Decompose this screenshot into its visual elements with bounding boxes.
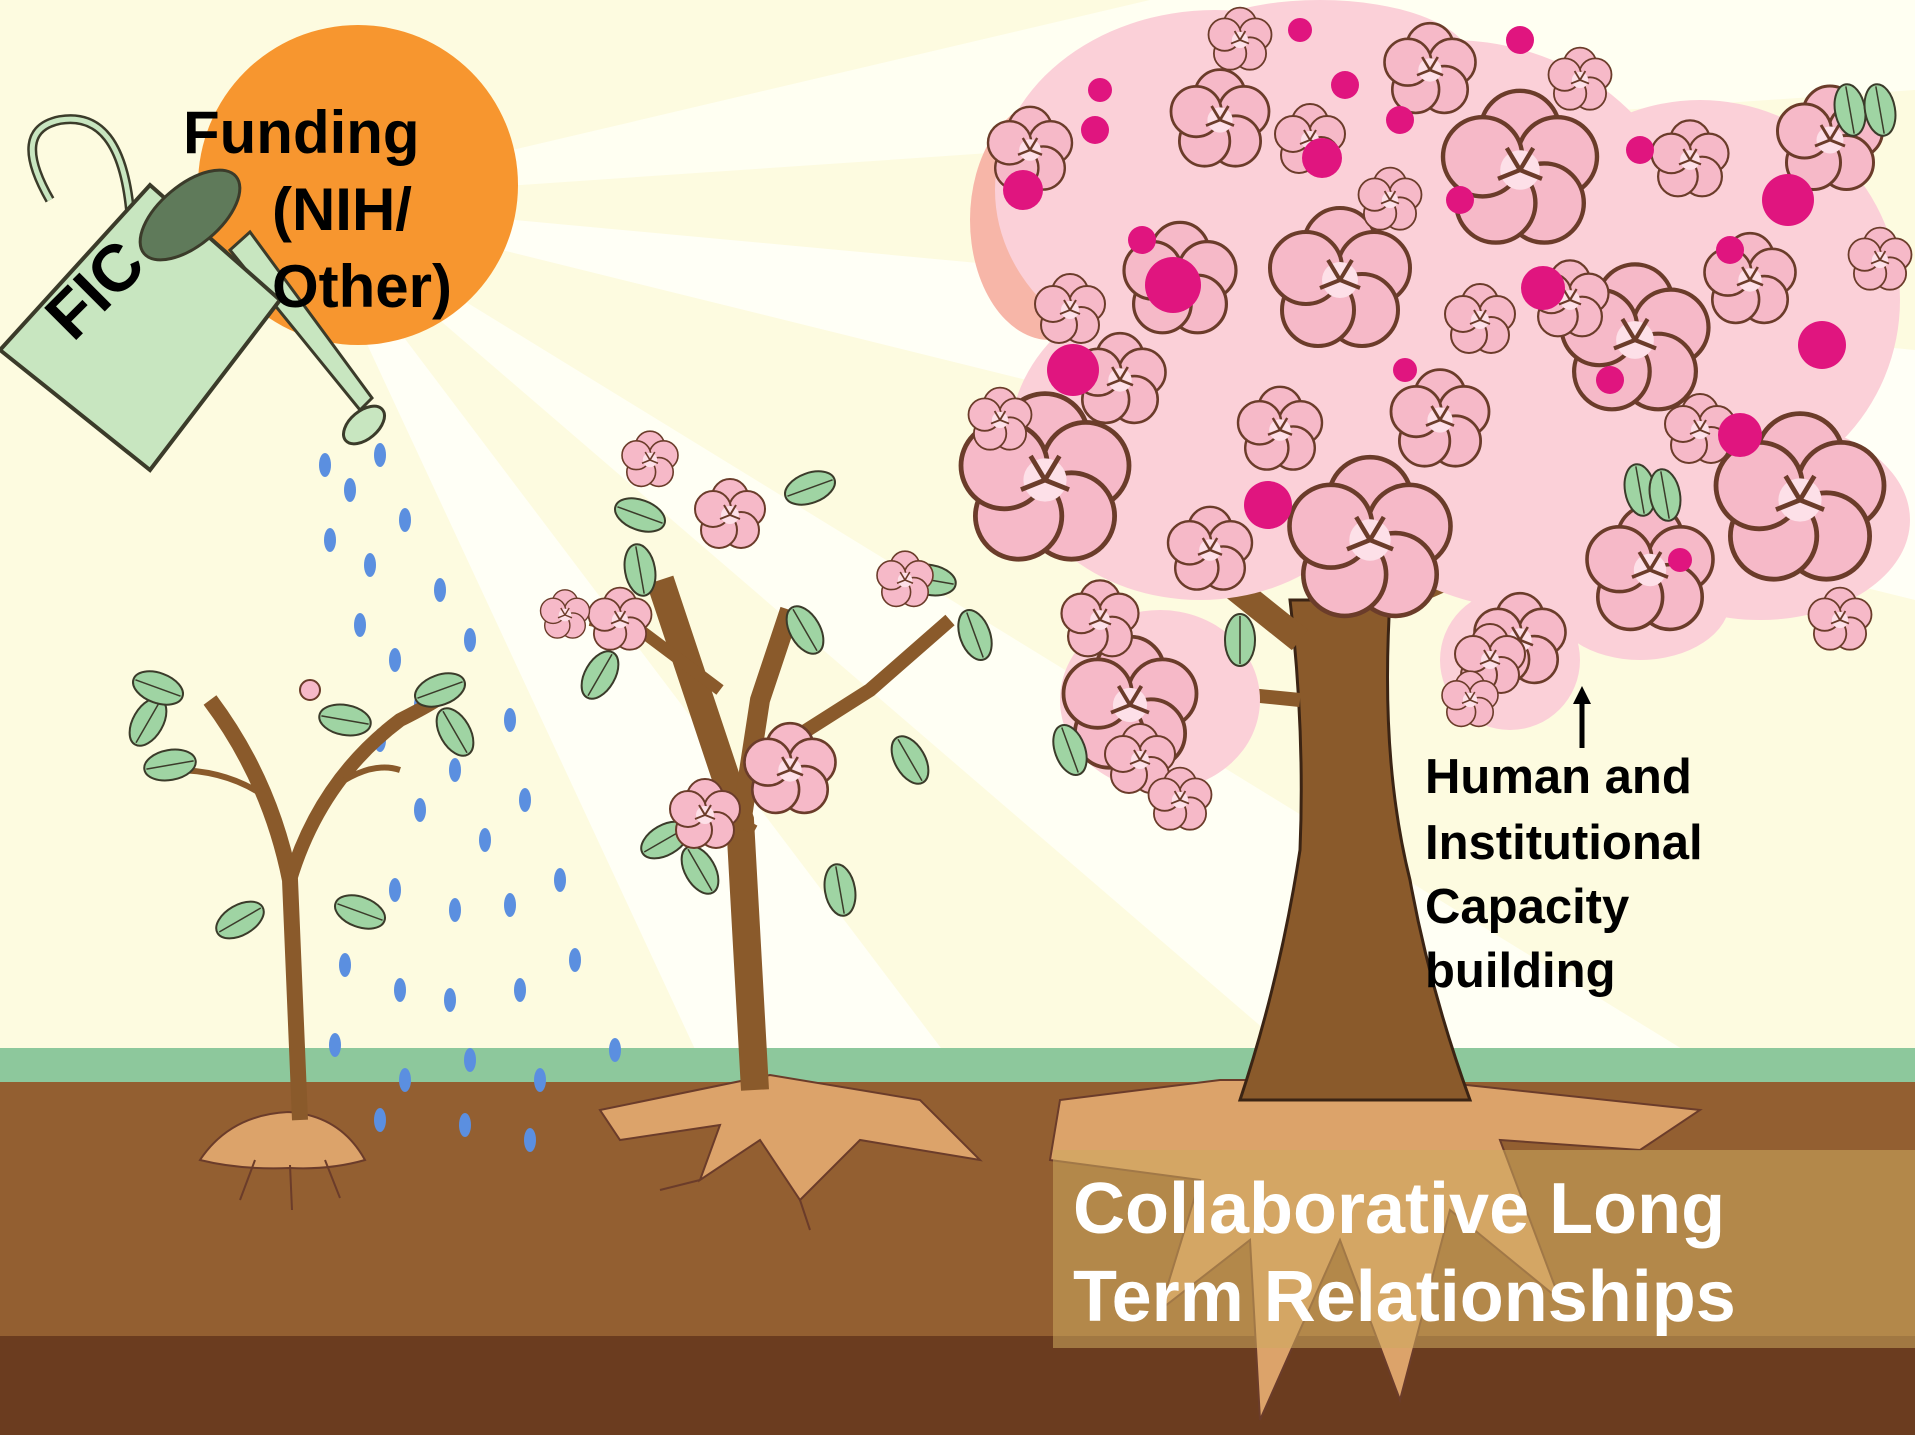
capacity-label-line-2: Institutional xyxy=(1425,816,1703,870)
sun xyxy=(198,25,518,345)
relationships-label-line-1: Collaborative Long xyxy=(1073,1169,1726,1249)
tree-large-canopy xyxy=(961,0,1913,831)
relationships-label-line-2: Term Relationships xyxy=(1073,1257,1736,1337)
water-drops xyxy=(319,443,621,1152)
watering-can xyxy=(0,114,386,473)
funding-label-line-3: Other) xyxy=(272,253,452,320)
funding-label-line-1: Funding xyxy=(183,99,420,166)
funding-label-line-2: (NIH/ xyxy=(272,176,412,243)
capacity-arrow xyxy=(1573,686,1591,748)
tree-medium xyxy=(539,430,999,1231)
tree-medium-roots xyxy=(598,1073,983,1231)
sapling-small xyxy=(121,664,482,1211)
capacity-label-line-1: Human and xyxy=(1425,750,1692,804)
grass-strip xyxy=(0,1048,1915,1084)
relationships-label-box xyxy=(1053,1150,1915,1348)
sapling-roots xyxy=(198,1110,367,1211)
tree-large-fruits xyxy=(1003,18,1846,572)
capacity-label-line-4: building xyxy=(1425,944,1616,998)
tree-large xyxy=(961,0,1913,1421)
capacity-label-line-3: Capacity xyxy=(1425,880,1630,934)
